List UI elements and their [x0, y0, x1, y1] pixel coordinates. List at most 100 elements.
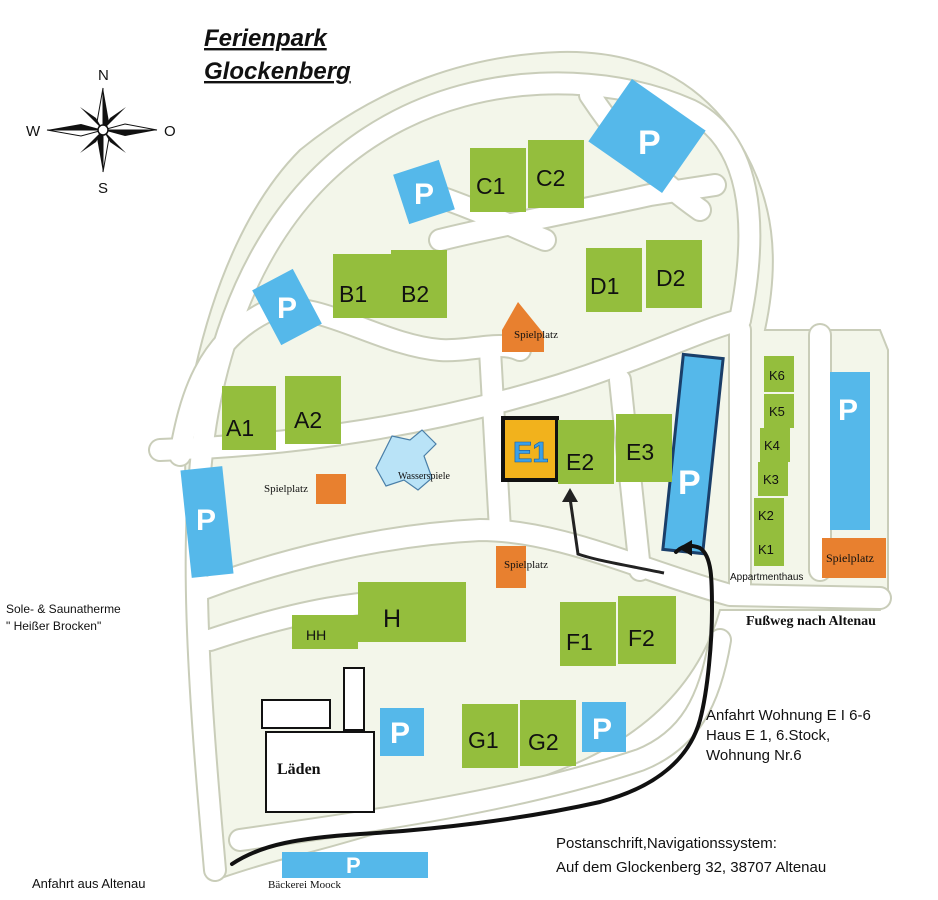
route-arrow-icon: [678, 540, 692, 556]
route-arrow-icon: [562, 488, 578, 502]
svg-text:E1: E1: [513, 437, 548, 469]
svg-text:Läden: Läden: [277, 761, 321, 778]
spielplatz-north[interactable]: Spielplatz: [502, 302, 558, 352]
building-b2[interactable]: B2: [391, 250, 447, 318]
laeden-building[interactable]: Läden: [265, 731, 375, 813]
svg-text:P: P: [638, 124, 661, 162]
svg-text:F1: F1: [566, 629, 593, 655]
parking-north-west[interactable]: P: [252, 268, 322, 346]
svg-text:F2: F2: [628, 625, 655, 651]
svg-text:A1: A1: [226, 415, 254, 441]
svg-text:Spielplatz: Spielplatz: [514, 329, 558, 341]
svg-text:H: H: [383, 605, 401, 633]
parking-south-east[interactable]: P: [582, 702, 626, 752]
svg-text:P: P: [414, 178, 434, 211]
svg-text:K2: K2: [758, 508, 774, 523]
svg-text:K1: K1: [758, 542, 774, 557]
spielplatz-center[interactable]: Spielplatz: [496, 546, 548, 588]
therme-line1: Sole- & Saunatherme: [6, 602, 121, 616]
svg-text:P: P: [390, 717, 410, 750]
building-k4[interactable]: K4: [760, 428, 790, 462]
wasserspiele-area[interactable]: Wasserspiele: [375, 429, 451, 491]
parking-baeckerei[interactable]: P: [282, 852, 428, 878]
building-h[interactable]: H: [358, 582, 466, 642]
svg-text:D1: D1: [590, 273, 619, 299]
building-c2[interactable]: C2: [528, 140, 584, 208]
svg-text:P: P: [592, 713, 612, 746]
svg-text:Wasserspiele: Wasserspiele: [398, 471, 451, 482]
shop-annex: [343, 667, 365, 731]
building-k1[interactable]: K1: [754, 532, 784, 566]
building-a1[interactable]: A1: [222, 386, 276, 450]
building-b1[interactable]: B1: [333, 254, 391, 318]
building-d2[interactable]: D2: [646, 240, 702, 308]
svg-text:G2: G2: [528, 729, 559, 755]
building-g2[interactable]: G2: [520, 700, 576, 766]
parking-apartment[interactable]: P: [830, 372, 870, 530]
postanschrift-line2: Auf dem Glockenberg 32, 38707 Altenau: [556, 859, 826, 876]
building-a2[interactable]: A2: [285, 376, 341, 444]
svg-text:A2: A2: [294, 407, 322, 433]
svg-text:E2: E2: [566, 449, 594, 475]
shop-kiosk: [261, 699, 331, 729]
compass-south: S: [98, 180, 108, 197]
svg-text:Spielplatz: Spielplatz: [264, 483, 308, 495]
appartmenthaus-label: Appartmenthaus: [730, 572, 803, 583]
parking-north-east[interactable]: P: [588, 79, 706, 193]
building-c1[interactable]: C1: [470, 148, 526, 212]
access-route: [230, 543, 715, 866]
svg-text:C2: C2: [536, 165, 565, 191]
building-k6[interactable]: K6: [764, 356, 794, 392]
building-e1[interactable]: E1: [501, 416, 559, 482]
svg-text:P: P: [678, 464, 701, 502]
svg-text:Spielplatz: Spielplatz: [826, 551, 874, 565]
fussweg-label: Fußweg nach Altenau: [746, 614, 876, 629]
building-k2[interactable]: K2: [754, 498, 784, 532]
building-g1[interactable]: G1: [462, 704, 518, 768]
building-hh[interactable]: HH: [292, 615, 358, 649]
building-e2[interactable]: E2: [558, 420, 614, 484]
map-title-line2: Glockenberg: [204, 58, 351, 85]
svg-text:B2: B2: [401, 281, 429, 307]
svg-text:P: P: [277, 292, 297, 325]
anfahrt-line2: Haus E 1, 6.Stock,: [706, 727, 830, 744]
building-d1[interactable]: D1: [586, 248, 642, 312]
compass-west: W: [26, 123, 41, 140]
svg-text:B1: B1: [339, 281, 367, 307]
svg-text:HH: HH: [306, 627, 326, 643]
svg-text:P: P: [346, 853, 361, 878]
svg-text:E3: E3: [626, 439, 654, 465]
parking-north[interactable]: P: [393, 159, 455, 225]
building-f1[interactable]: F1: [560, 602, 616, 666]
svg-text:C1: C1: [476, 173, 505, 199]
parking-east-long[interactable]: P: [661, 352, 725, 556]
building-k5[interactable]: K5: [764, 394, 794, 428]
postanschrift-line1: Postanschrift,Navigationssystem:: [556, 835, 777, 852]
anfahrt-line1: Anfahrt Wohnung E I 6-6: [706, 707, 871, 724]
compass-rose-icon: [46, 87, 158, 173]
anfahrt-altenau-label: Anfahrt aus Altenau: [32, 876, 145, 891]
spielplatz-west[interactable]: Spielplatz: [264, 474, 346, 504]
svg-text:K6: K6: [769, 368, 785, 383]
svg-text:D2: D2: [656, 265, 685, 291]
building-f2[interactable]: F2: [618, 596, 676, 664]
svg-text:P: P: [838, 394, 858, 427]
therme-line2: " Heißer Brocken": [6, 619, 101, 633]
svg-text:P: P: [196, 504, 216, 537]
map-title-line1: Ferienpark: [204, 25, 328, 52]
svg-text:Spielplatz: Spielplatz: [504, 559, 548, 571]
building-k3[interactable]: K3: [758, 462, 788, 496]
svg-text:G1: G1: [468, 727, 499, 753]
parking-south-west[interactable]: P: [380, 708, 424, 756]
compass-east: O: [164, 123, 176, 140]
anfahrt-line3: Wohnung Nr.6: [706, 747, 802, 764]
svg-text:K3: K3: [763, 472, 779, 487]
route-to-e1: [568, 497, 665, 575]
parking-west[interactable]: P: [180, 466, 234, 578]
building-e3[interactable]: E3: [616, 414, 672, 482]
spielplatz-east[interactable]: Spielplatz: [822, 538, 886, 578]
svg-text:K4: K4: [764, 438, 780, 453]
compass-north: N: [98, 67, 109, 84]
baeckerei-label: Bäckerei Moock: [268, 879, 341, 891]
